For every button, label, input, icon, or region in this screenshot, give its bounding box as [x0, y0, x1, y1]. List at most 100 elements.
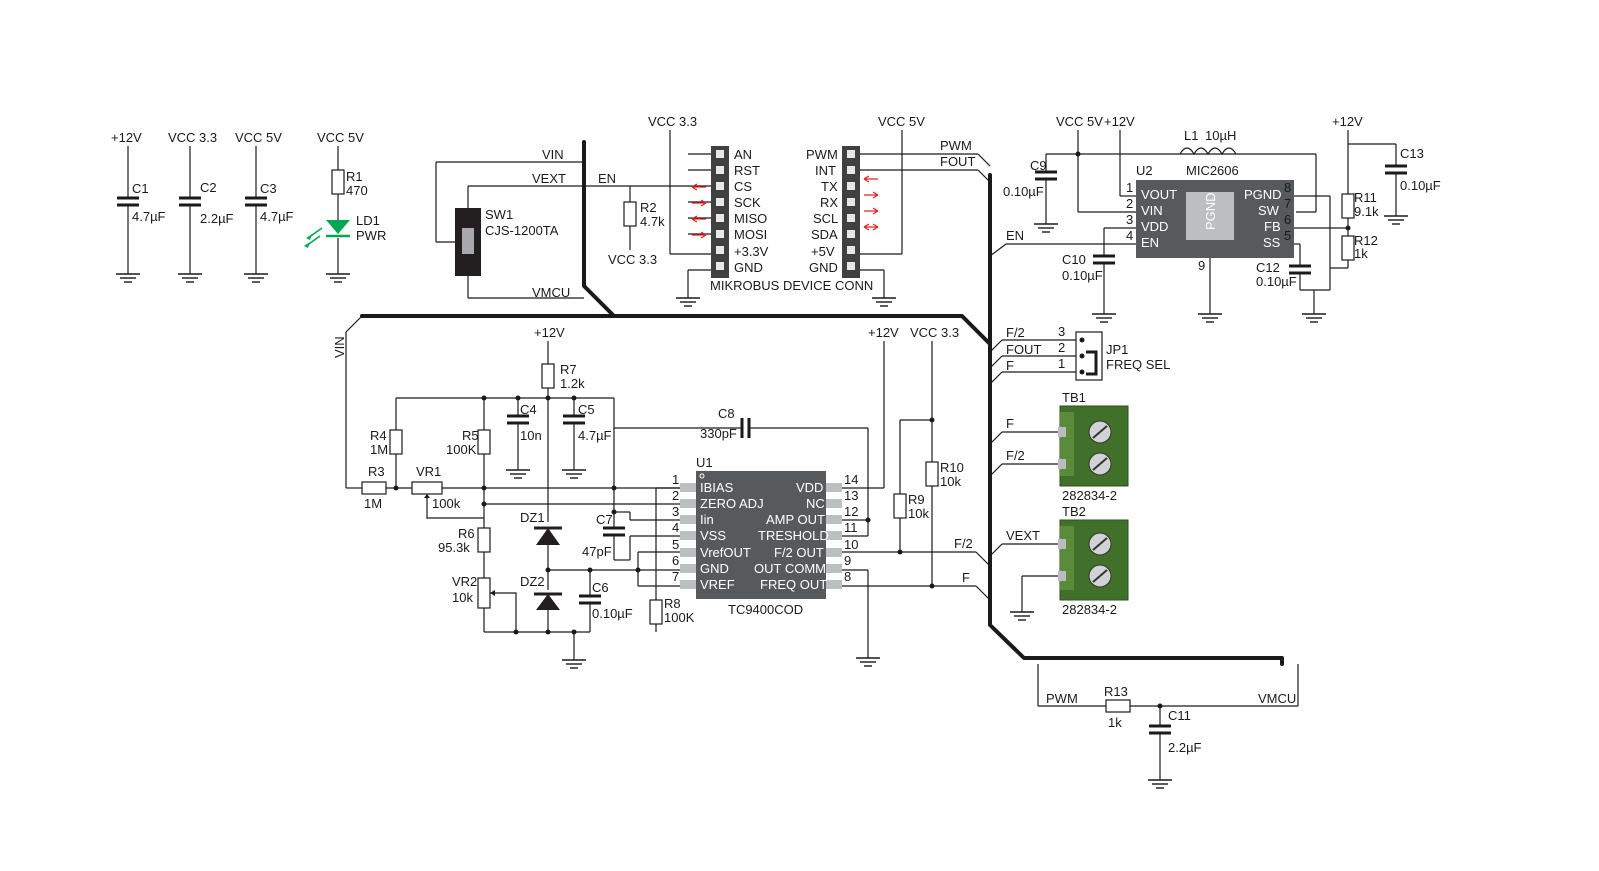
svg-text:C8: C8 — [718, 406, 735, 421]
svg-text:0.10µF: 0.10µF — [1400, 178, 1441, 193]
resistor-r10 — [925, 461, 939, 487]
svg-text:PGND: PGND — [1244, 187, 1282, 202]
header-right — [842, 146, 860, 278]
cap-c3: VCC 5V C3 4.7µF — [235, 130, 294, 283]
svg-text:C10: C10 — [1062, 252, 1086, 267]
svg-text:FREQ OUT: FREQ OUT — [760, 577, 827, 592]
svg-text:0.10µF: 0.10µF — [592, 606, 633, 621]
svg-text:EN: EN — [598, 171, 616, 186]
svg-text:CS: CS — [734, 179, 752, 194]
svg-text:2: 2 — [672, 488, 679, 503]
svg-text:RX: RX — [820, 195, 838, 210]
bus-lines — [360, 140, 1284, 666]
svg-text:R6: R6 — [458, 526, 475, 541]
svg-text:4.7k: 4.7k — [640, 214, 665, 229]
svg-text:LD1: LD1 — [356, 213, 380, 228]
svg-text:4: 4 — [1126, 228, 1133, 243]
svg-text:1k: 1k — [1354, 246, 1368, 261]
svg-text:+12V: +12V — [1332, 114, 1363, 129]
svg-text:10: 10 — [844, 537, 858, 552]
svg-text:7: 7 — [672, 569, 679, 584]
svg-text:U2: U2 — [1136, 163, 1153, 178]
svg-text:PWR: PWR — [356, 228, 386, 243]
svg-text:NC: NC — [806, 496, 825, 511]
svg-text:R11: R11 — [1354, 190, 1377, 205]
svg-text:6: 6 — [1284, 212, 1291, 227]
svg-text:C12: C12 — [1256, 260, 1280, 275]
svg-text:3: 3 — [672, 504, 679, 519]
svg-text:TC9400COD: TC9400COD — [728, 602, 803, 617]
svg-text:VCC 3.3: VCC 3.3 — [648, 114, 697, 129]
svg-text:7: 7 — [1284, 196, 1291, 211]
svg-text:+5V: +5V — [811, 244, 835, 259]
led-icon — [326, 220, 350, 234]
svg-text:GND: GND — [809, 260, 838, 275]
svg-text:9: 9 — [844, 553, 851, 568]
terminal-tb2: TB2 VEXT 282834-2 — [989, 504, 1129, 621]
svg-text:4: 4 — [672, 520, 679, 535]
svg-text:1: 1 — [1126, 180, 1133, 195]
terminal-tb1: TB1 F F/2 282834-2 — [989, 390, 1129, 503]
analog-front-end: VIN R3 1M R4 1M VR1 100k R5 100K R6 95.3 — [332, 315, 871, 669]
cap-ref: C1 — [132, 181, 149, 196]
jumper-jp1: F/2 FOUT F 3 2 1 JP1 FREQ SEL — [989, 324, 1170, 385]
svg-text:8: 8 — [1284, 180, 1291, 195]
svg-text:VMCU: VMCU — [532, 285, 570, 300]
svg-text:11: 11 — [844, 520, 858, 535]
cap-value: 4.7µF — [132, 209, 166, 224]
output-network: +12V VCC 3.3 R9 10k R10 10k F/2 F — [842, 325, 991, 667]
svg-text:R7: R7 — [560, 362, 577, 377]
svg-text:SW1: SW1 — [485, 207, 513, 222]
potentiometer-vr1 — [411, 481, 443, 495]
svg-text:SDA: SDA — [811, 227, 838, 242]
svg-text:R5: R5 — [462, 428, 479, 443]
svg-text:FOUT: FOUT — [1006, 342, 1041, 357]
svg-text:INT: INT — [815, 163, 836, 178]
svg-text:C6: C6 — [592, 580, 609, 595]
svg-text:F: F — [962, 570, 970, 585]
svg-text:1k: 1k — [1108, 715, 1122, 730]
svg-text:F/2: F/2 — [1006, 448, 1025, 463]
resistor-r6 — [477, 527, 491, 553]
svg-text:CJS-1200TA: CJS-1200TA — [485, 223, 559, 238]
svg-text:VEXT: VEXT — [1006, 528, 1040, 543]
resistor-r9 — [893, 493, 907, 519]
svg-text:6: 6 — [672, 553, 679, 568]
svg-text:+12V: +12V — [534, 325, 565, 340]
svg-text:L1: L1 — [1184, 128, 1198, 143]
svg-text:EN: EN — [1141, 235, 1159, 250]
rail-label: VCC 5V — [235, 130, 282, 145]
svg-text:U1: U1 — [696, 455, 713, 470]
svg-text:0.10µF: 0.10µF — [1256, 274, 1297, 289]
svg-text:10k: 10k — [940, 474, 961, 489]
svg-text:95.3k: 95.3k — [438, 540, 470, 555]
rail-label: VCC 5V — [317, 130, 364, 145]
cap-ref: C2 — [200, 180, 217, 195]
svg-text:+12V: +12V — [1104, 114, 1135, 129]
svg-text:1: 1 — [672, 472, 679, 487]
svg-text:AN: AN — [734, 147, 752, 162]
svg-text:14: 14 — [844, 472, 858, 487]
svg-text:12: 12 — [844, 504, 858, 519]
mikrobus-connector: VCC 3.3 EN R2 4.7k VCC 3.3 AN RST CS SCK — [584, 114, 991, 307]
svg-text:SW: SW — [1258, 203, 1280, 218]
svg-text:2: 2 — [1058, 340, 1065, 355]
svg-text:VCC 5V: VCC 5V — [878, 114, 925, 129]
svg-text:R12: R12 — [1354, 233, 1378, 248]
svg-text:PWM: PWM — [1046, 691, 1078, 706]
svg-text:VR1: VR1 — [416, 464, 441, 479]
svg-text:IBIAS: IBIAS — [700, 480, 734, 495]
svg-text:R13: R13 — [1104, 684, 1128, 699]
svg-text:C13: C13 — [1400, 146, 1424, 161]
svg-text:VIN: VIN — [332, 336, 347, 358]
svg-text:MOSI: MOSI — [734, 227, 767, 242]
resistor-r7 — [541, 363, 555, 389]
chip-u1: U1 IBIAS ZERO ADJ Iin VSS VrefOUT GND VR… — [672, 455, 858, 617]
resistor-r11 — [1341, 193, 1355, 219]
connector-title: MIKROBUS DEVICE CONN — [710, 278, 873, 293]
svg-text:FREQ SEL: FREQ SEL — [1106, 357, 1170, 372]
svg-text:5: 5 — [672, 537, 679, 552]
svg-text:100K: 100K — [664, 610, 695, 625]
svg-text:470: 470 — [346, 183, 368, 198]
svg-text:10n: 10n — [520, 428, 542, 443]
